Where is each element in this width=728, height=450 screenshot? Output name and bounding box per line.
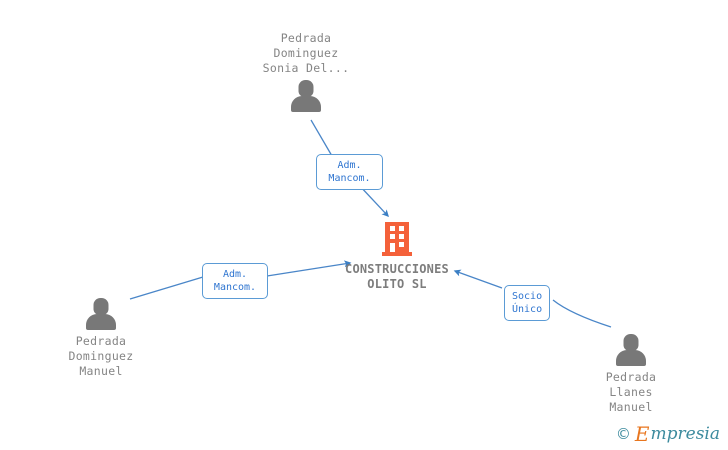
watermark-brand-initial: E [634,422,650,446]
copyright-icon: © [615,425,631,443]
person-icon [614,334,648,366]
person-icon-body [86,314,116,330]
relation-box-adm-mancom-left[interactable]: Adm. Mancom. [202,263,268,299]
building-door [390,243,395,252]
person-icon-head [298,80,314,97]
person-icon-body [616,350,646,366]
person-label: Pedrada Dominguez Sonia Del... [262,31,350,75]
person-node-manuel-llanes[interactable]: Pedrada Llanes Manuel [561,334,701,415]
watermark-empresia: © E mpresia [616,424,720,444]
company-node[interactable]: CONSTRUCCIONES OLITO SL [307,222,487,292]
person-icon [289,80,323,112]
person-icon-head [93,298,109,315]
person-node-sonia[interactable]: Pedrada Dominguez Sonia Del... [236,31,376,112]
building-window [390,226,395,231]
person-label: Pedrada Dominguez Manuel [68,334,134,378]
person-icon-body [291,96,321,112]
edge-sonia-to-box [310,119,333,157]
relation-box-adm-mancom-top[interactable]: Adm. Mancom. [316,154,383,190]
edge-manuel-dominguez-to-box [129,276,204,300]
relation-box-socio-unico[interactable]: Socio Único [504,285,550,321]
watermark-brand-name: mpresia [650,423,721,444]
company-name-label: CONSTRUCCIONES OLITO SL [345,262,449,291]
building-window [399,242,404,247]
building-base [382,252,412,256]
building-icon [382,222,412,256]
person-node-manuel-dominguez[interactable]: Pedrada Dominguez Manuel [31,298,171,379]
person-label: Pedrada Llanes Manuel [605,370,657,414]
building-tower [385,222,409,252]
person-icon [84,298,118,330]
person-icon-head [623,334,639,351]
building-window [399,226,404,231]
building-window [399,234,404,239]
building-window [390,234,395,239]
edge-manuel-llanes-to-box [552,299,612,328]
